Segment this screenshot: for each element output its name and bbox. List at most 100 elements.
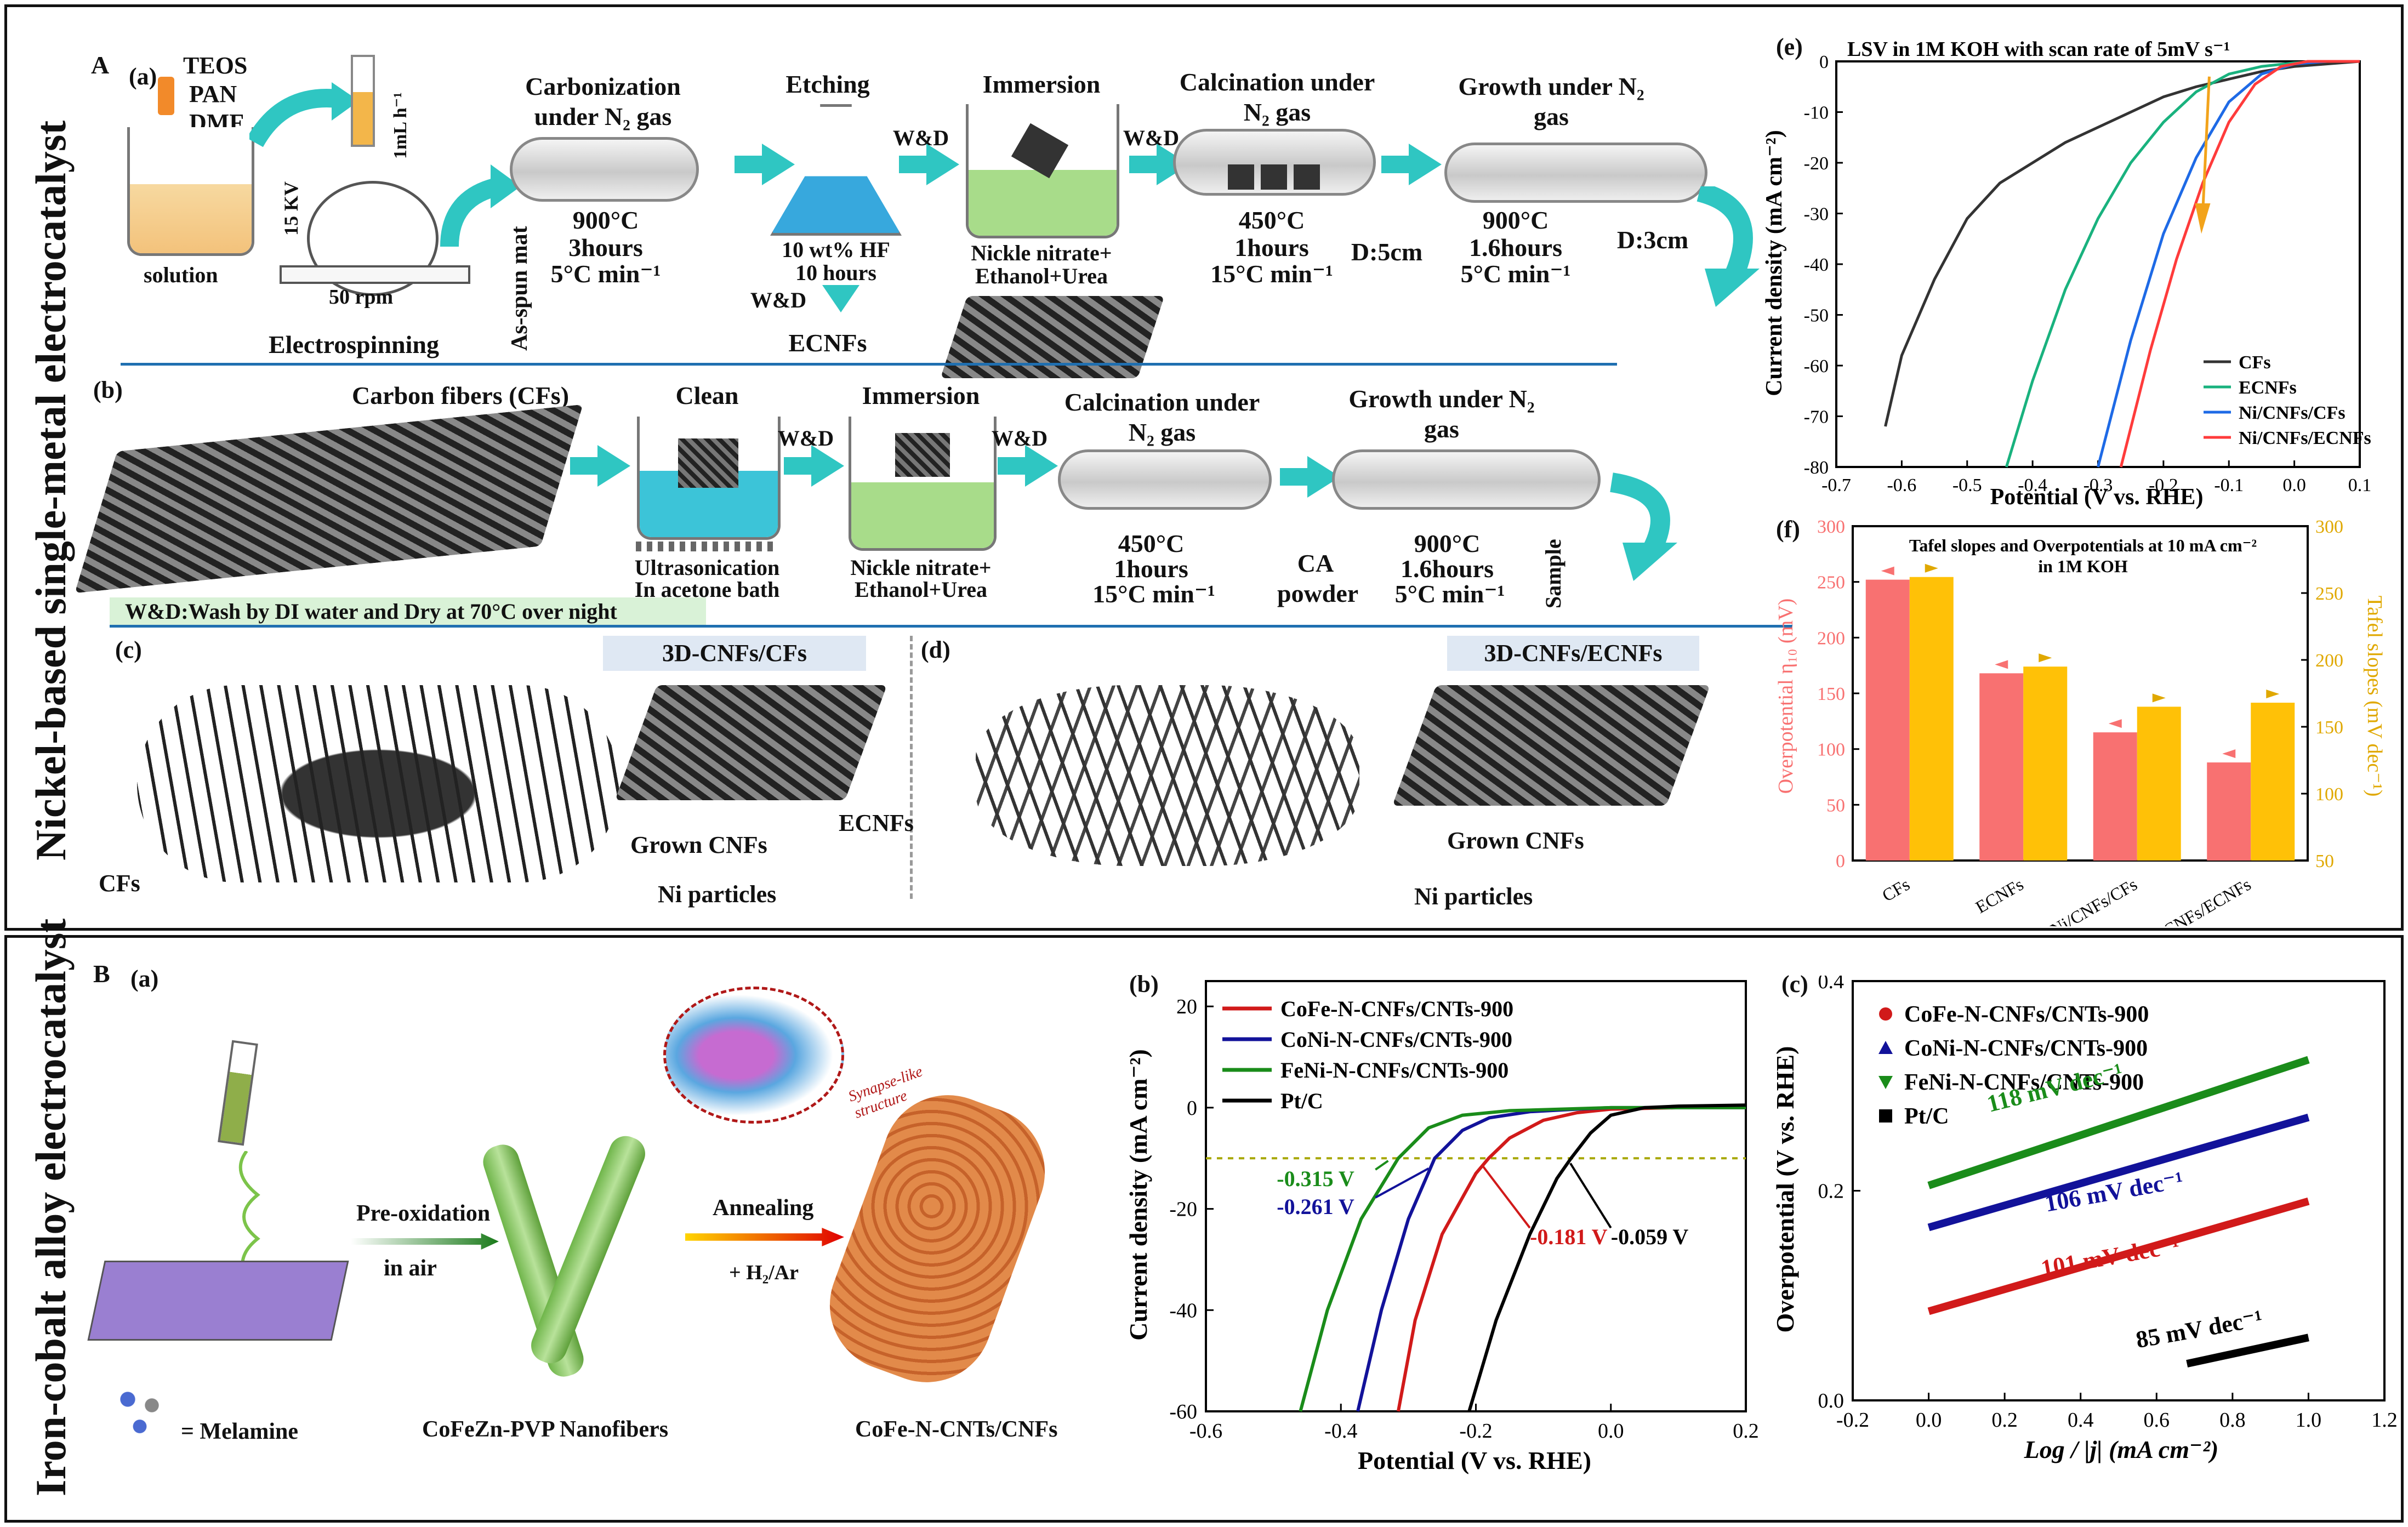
axis-indicator-right (2266, 690, 2280, 699)
growth-time: 1.6hours (1469, 233, 1562, 261)
x-tick-label: -0.6 (1887, 475, 1916, 495)
precursor-teos: TEOS (183, 52, 248, 79)
trend-arrow (2201, 76, 2211, 214)
potential-annotation: -0.261 V (1277, 1194, 1354, 1219)
y-left-tick-label: 200 (1817, 628, 1845, 648)
panel-bb-label: (b) (1129, 971, 1159, 998)
section-b-frame (4, 935, 2404, 1523)
calcination-distance: D:5cm (1351, 238, 1423, 266)
x-tick-label: 0.8 (2219, 1409, 2245, 1432)
y-tick-label: -70 (1804, 407, 1829, 428)
y-tick-label: 0 (1187, 1097, 1197, 1120)
section-divider-a (121, 363, 1617, 366)
x-tick-label: 0.0 (1598, 1420, 1624, 1443)
y-right-tick-label: 300 (2315, 517, 2343, 537)
annealing-label: Annealing (713, 1195, 814, 1221)
panel-d-label: (d) (921, 636, 950, 663)
legend-entry: Pt/C (1904, 1104, 1949, 1129)
sample-pieces (1228, 164, 1321, 190)
bar-overpotential (2207, 762, 2251, 861)
panel-c-grown: Grown CNFs (630, 831, 767, 858)
slope-annotation: 118 mV dec⁻¹ (1984, 1058, 2125, 1118)
x-tick-label: -0.2 (1459, 1420, 1492, 1443)
potential-annotation: -0.181 V (1530, 1224, 1608, 1249)
bar-overpotential (1865, 579, 1910, 861)
legend-entry: Ni/CNFs/ECNFs (2239, 428, 2371, 448)
y-left-tick-label: 300 (1817, 517, 1845, 537)
solution-label: solution (144, 263, 218, 287)
category-label: Ni/CNFs/CFs (2047, 874, 2140, 926)
x-tick-label: -0.3 (2083, 475, 2113, 495)
series-line-2 (1356, 1106, 1746, 1412)
panel-e-label: (e) (1776, 33, 1803, 60)
return-arrow-b-icon (1609, 472, 1677, 581)
ca-powder-label: CA powder (1277, 549, 1359, 608)
nanofibers-label: CoFeZn-PVP Nanofibers (422, 1417, 669, 1442)
legend-marker (1879, 1007, 1892, 1021)
y-tick-label: 0.2 (1818, 1180, 1845, 1203)
panel-f-label: (f) (1776, 516, 1800, 543)
y-tick-label: -60 (1804, 356, 1829, 377)
slope-annotation: 101 mV dec⁻¹ (2039, 1232, 2182, 1283)
down-arrow-icon (822, 285, 859, 312)
carbonization-tube (510, 137, 699, 202)
flow-arrow-1 (735, 144, 795, 185)
legend-entry: CoNi-N-CNFs/CNTs-900 (1904, 1036, 2148, 1061)
collector-drum (307, 181, 439, 296)
y-tick-label: -80 (1804, 458, 1829, 478)
cnf-cf-structure (137, 685, 619, 882)
flow-arrow-2 (899, 144, 959, 185)
immersion-line1: Nickle nitrate+ (971, 241, 1112, 265)
calcination-b-title: Calcination under N₂ gas (1064, 388, 1260, 447)
growth-distance: D:3cm (1616, 226, 1689, 254)
series-line-2 (1927, 1113, 2310, 1232)
legend-entry: Ni/CNFs/CFs (2239, 403, 2346, 423)
flow-arrow-4 (1381, 144, 1442, 185)
potential-annotation: -0.315 V (1277, 1166, 1354, 1191)
y-tick-label: -40 (1169, 1299, 1197, 1322)
flow-rate-label: 1mL h⁻¹ (390, 92, 411, 159)
calcination-b-temp: 450°C (1118, 529, 1185, 557)
carbonization-temp: 900°C (572, 206, 639, 234)
axis-indicator-right (1925, 563, 1938, 573)
trend-arrowhead (2195, 203, 2211, 234)
clean-title: Clean (675, 381, 739, 409)
x-tick-label: -0.4 (2018, 475, 2047, 495)
melamine-molecule-icon (110, 1381, 170, 1441)
series-line-3 (1927, 1056, 2310, 1189)
series-line-4 (2186, 1334, 2309, 1368)
growth-tube (1444, 143, 1707, 203)
legend-entry: FeNi-N-CNFs/CNTs-900 (1280, 1058, 1508, 1082)
y-left-tick-label: 250 (1817, 573, 1845, 593)
legend-marker (1878, 1076, 1893, 1089)
section-b-label: B (93, 960, 110, 988)
drop-arrow-icon (158, 77, 174, 115)
x-tick-label: -0.1 (2214, 475, 2244, 495)
immersion-b-beaker (849, 417, 997, 551)
carbonization-rate: 5°C min⁻¹ (550, 260, 661, 288)
x-tick-label: 1.0 (2296, 1409, 2322, 1432)
calcination-title: Calcination under N₂ gas (1179, 68, 1375, 127)
cnf-ecnf-mesh (1392, 685, 1711, 806)
series-line-4 (1467, 1103, 1746, 1412)
y-axis-label: Current density (mA cm⁻²) (1762, 130, 1787, 396)
x-tick-label: -0.5 (1952, 475, 1982, 495)
y-right-tick-label: 200 (2315, 651, 2343, 671)
y-left-tick-label: 150 (1817, 684, 1845, 704)
growth-b-rate: 5°C min⁻¹ (1394, 580, 1505, 608)
x-axis-label: Log / |j| (mA cm⁻²) (2024, 1435, 2219, 1463)
x-tick-label: 0.2 (1733, 1420, 1759, 1443)
section-a-frame (4, 4, 2404, 931)
series-line-3 (1299, 1106, 1746, 1412)
etching-title: Etching (785, 70, 870, 98)
panel-c-cfs: CFs (99, 870, 140, 897)
transfer-arrow-icon (249, 82, 359, 147)
axis-indicator-left (2108, 719, 2122, 728)
series-line-1 (1927, 1197, 2310, 1315)
axis-indicator-left (1995, 660, 2008, 669)
